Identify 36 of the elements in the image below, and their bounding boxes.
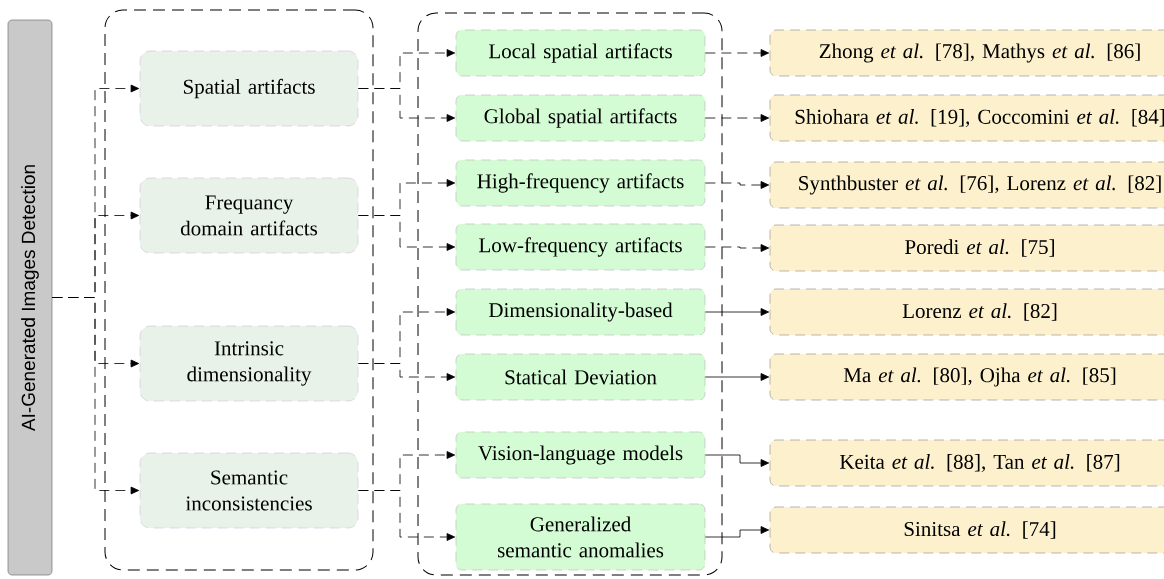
arrow (704, 454, 770, 467)
arrow (704, 49, 770, 57)
subcategory-box: Statical Deviation (455, 353, 706, 401)
reference-box: Poredi et al. [75] (769, 224, 1164, 272)
subcategory-box: Vision-language models (455, 431, 706, 479)
subcategory-box: Low-frequency artifacts (455, 223, 706, 271)
subcategory-box: Generalized semantic anomalies (455, 503, 706, 571)
reference-box: Keita et al. [88], Tan et al. [87] (769, 439, 1164, 487)
subcategory-box: Local spatial artifacts (455, 29, 706, 77)
category-box: Intrinsic dimensionality (139, 325, 359, 402)
arrow (357, 490, 456, 541)
subcategory-box: High-frequency artifacts (455, 159, 706, 207)
category-box: Semantic inconsistencies (139, 452, 359, 529)
reference-box: Sinitsa et al. [74] (769, 506, 1164, 554)
category-box: Spatial artifacts (139, 50, 359, 127)
group-frame (417, 12, 723, 576)
arrow (357, 88, 456, 122)
arrow (704, 181, 770, 189)
arrow (704, 526, 770, 538)
reference-box: Zhong et al. [78], Mathys et al. [86] (769, 29, 1164, 77)
arrow (704, 244, 770, 252)
arrow (704, 114, 770, 122)
reference-box: Lorenz et al. [82] (769, 288, 1164, 336)
arrow (51, 297, 140, 495)
group-frame (104, 9, 374, 571)
arrow (704, 308, 770, 316)
arrow (357, 215, 456, 251)
arrow (357, 363, 456, 381)
arrow (704, 373, 770, 381)
reference-box: Shiohara et al. [19], Coccomini et al. [84] (769, 94, 1164, 142)
subcategory-box: Global spatial artifacts (455, 94, 706, 142)
category-box: Frequancy domain artifacts (139, 177, 359, 254)
reference-box: Ma et al. [80], Ojha et al. [85] (769, 353, 1164, 401)
reference-box: Synthbuster et al. [76], Lorenz et al. [82] (769, 161, 1164, 209)
subcategory-box: Dimensionality-based (455, 288, 706, 336)
root-box: AI-Generated Images Detection (7, 19, 53, 576)
